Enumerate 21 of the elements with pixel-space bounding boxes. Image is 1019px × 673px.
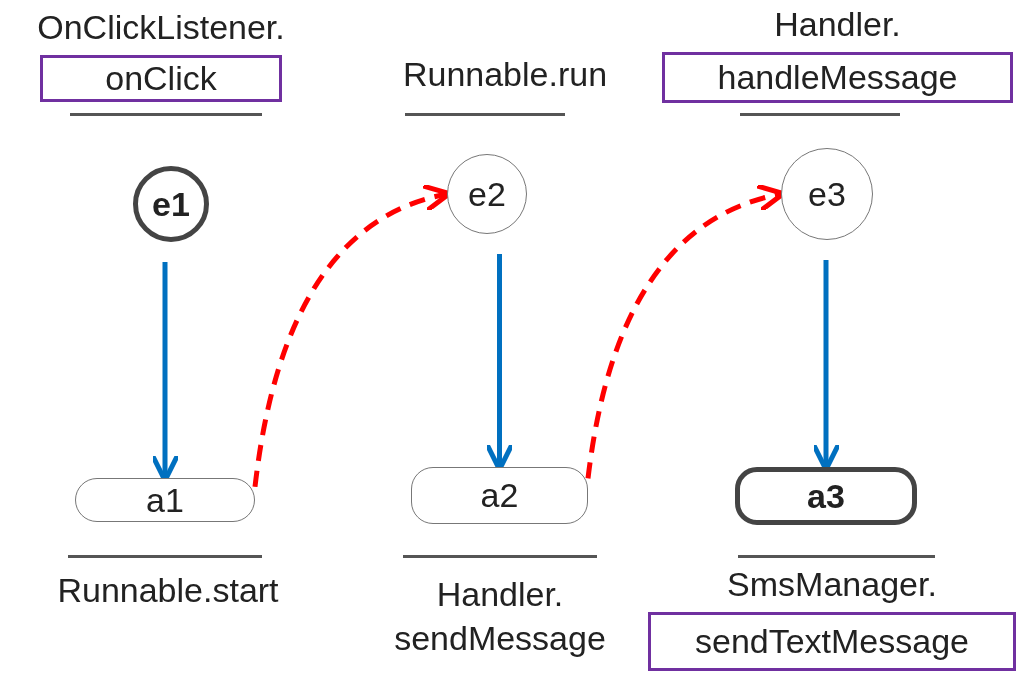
action-pill (411, 467, 588, 524)
node-label: e3 (808, 174, 846, 214)
method-label: Runnable.run (401, 54, 609, 95)
method-name: handleMessage (717, 58, 958, 97)
method-class-label: OnClickListener. (36, 7, 286, 48)
method-name: onClick (105, 59, 217, 98)
action-pill (735, 467, 917, 525)
method-label: Handler. sendMessage (393, 574, 607, 660)
method-label: Runnable.start (56, 570, 280, 611)
node-label: a1 (146, 480, 184, 520)
node-label: e2 (468, 174, 506, 214)
highlight-box (662, 52, 1013, 103)
method-name: sendTextMessage (694, 622, 969, 661)
method-class-label: SmsManager. (726, 564, 938, 605)
node-label: a3 (807, 476, 845, 516)
node-label: e1 (152, 184, 190, 224)
node-label: a2 (480, 476, 519, 515)
action-pill (75, 478, 255, 522)
method-class-label: Handler. (773, 4, 902, 45)
highlight-box (40, 55, 282, 102)
highlight-box (648, 612, 1016, 671)
